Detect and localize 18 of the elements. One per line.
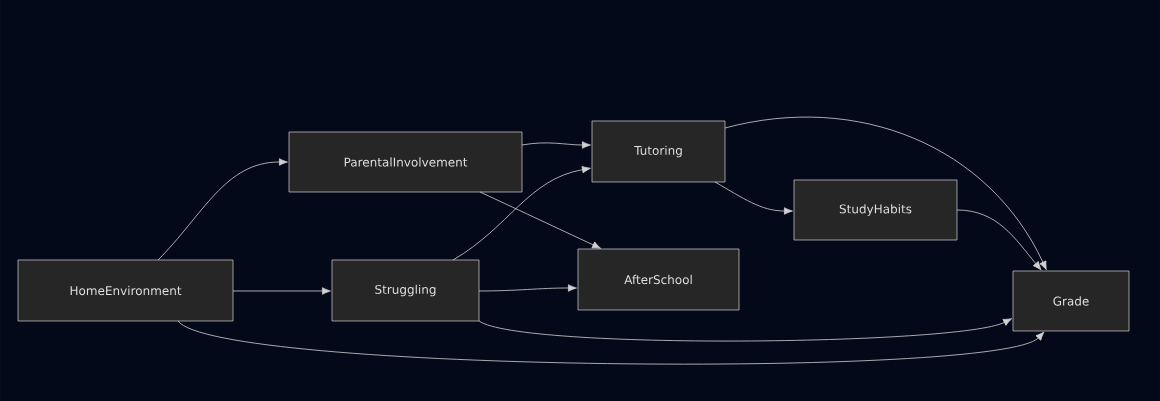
arrow [956, 209, 1042, 271]
arrow [714, 181, 793, 215]
arrow [479, 191, 601, 249]
process-box: ParentalInvolvement [288, 131, 523, 193]
arrow [478, 284, 577, 292]
arrow [724, 117, 1047, 270]
process-box: Struggling [331, 259, 480, 322]
process-box: Grade [1012, 270, 1130, 332]
process-box: HomeEnvironment [17, 259, 234, 322]
process-box: AfterSchool [577, 248, 740, 311]
process-box: Tutoring [591, 120, 726, 183]
arrow [452, 166, 591, 261]
arrow [478, 318, 1012, 342]
process-box: StudyHabits [793, 179, 958, 241]
arrow [521, 141, 591, 149]
arrow [177, 320, 1045, 365]
arrow [157, 158, 288, 261]
arrow [232, 287, 331, 295]
